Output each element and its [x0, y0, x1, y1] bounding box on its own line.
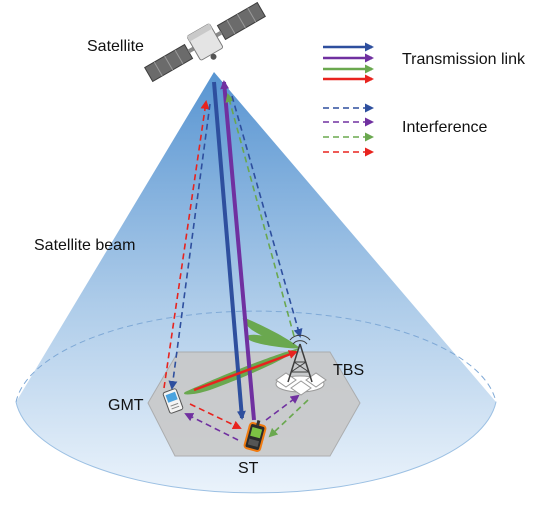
- satellite-icon: [144, 1, 266, 83]
- satellite-label: Satellite: [87, 38, 144, 55]
- interference-blue-satellite-to-gmt: [168, 103, 211, 390]
- interference-purple-st-to-tbs: [265, 394, 300, 421]
- satellite-beam-label: Satellite beam: [34, 237, 136, 254]
- gmt-label: GMT: [108, 397, 144, 414]
- legend-transmission-link-label: Transmission link: [402, 51, 525, 68]
- legend-interference: [323, 103, 374, 157]
- transmission-link-purple: [220, 80, 256, 421]
- interference-red-gmt-to-satellite: [163, 100, 210, 389]
- interference-green-tbs-to-st: [268, 399, 309, 438]
- mobile-terminal-icon: [243, 420, 267, 452]
- interference-green-tbs-to-satellite: [225, 93, 295, 337]
- interference-blue-satellite-to-tbs: [231, 95, 303, 338]
- transmission-link-red: [193, 350, 298, 392]
- handheld-terminal-icon: [162, 388, 184, 414]
- st-label: ST: [238, 460, 259, 477]
- legend-interference-label: Interference: [402, 119, 488, 136]
- satellite-beam-cone: [15, 72, 497, 494]
- tbs-label: TBS: [333, 362, 365, 379]
- tower-icon: [275, 334, 327, 396]
- legend-transmission-link: [323, 42, 374, 84]
- transmission-link-blue: [212, 81, 246, 420]
